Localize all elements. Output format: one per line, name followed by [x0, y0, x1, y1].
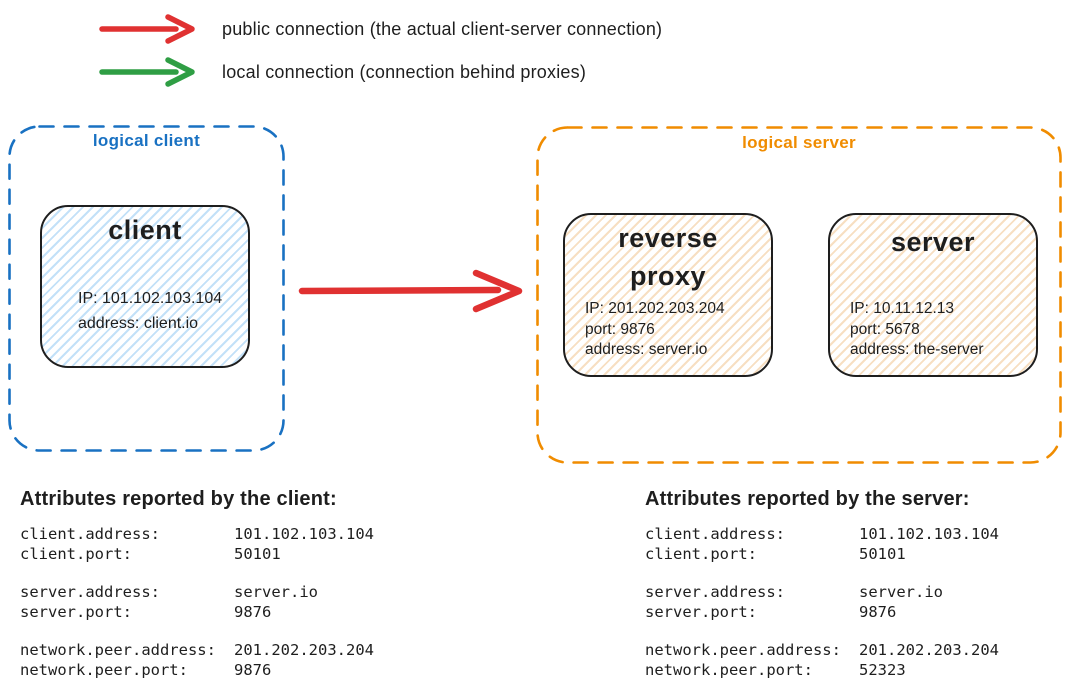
attr-key: server.address:	[645, 583, 785, 601]
attr-value: 201.202.203.204	[859, 641, 999, 659]
attr-row: client.address: 101.102.103.104	[20, 524, 450, 544]
reverse-proxy-address: address: server.io	[585, 341, 708, 358]
attr-value: 201.202.203.204	[234, 641, 374, 659]
attr-value: server.io	[859, 583, 943, 601]
attr-key: network.peer.address:	[20, 641, 216, 659]
attr-value: 50101	[234, 545, 281, 563]
logical-client-group: logical client	[8, 125, 285, 452]
client-node-details: IP: 101.102.103.104 address: client.io	[78, 286, 222, 336]
legend-label-public-connection: public connection (the actual client-ser…	[222, 19, 663, 39]
attr-group: client.address: 101.102.103.104 client.po…	[20, 524, 450, 564]
attr-row: client.port: 50101	[20, 544, 450, 564]
attr-row: server.port: 9876	[20, 602, 450, 622]
attr-row: network.peer.port: 9876	[20, 660, 450, 680]
attr-row: client.port: 50101	[645, 544, 1075, 564]
attr-key: server.address:	[20, 583, 160, 601]
attr-row: server.port: 9876	[645, 602, 1075, 622]
client-address: address: client.io	[78, 315, 199, 332]
client-node-title: client	[108, 215, 182, 245]
attr-key: network.peer.port:	[20, 661, 188, 679]
attr-row: server.address: server.io	[645, 582, 1075, 602]
logical-client-label: logical client	[92, 131, 201, 150]
attr-row: network.peer.port: 52323	[645, 660, 1075, 680]
logical-server-label: logical server	[742, 133, 856, 152]
attr-row: server.address: server.io	[20, 582, 450, 602]
attr-value: 50101	[859, 545, 906, 563]
attr-value: 101.102.103.104	[859, 525, 999, 543]
public-connection-arrow-icon	[98, 12, 198, 46]
attr-key: client.port:	[20, 545, 132, 563]
attr-group: network.peer.address: 201.202.203.204 net…	[20, 640, 450, 680]
attr-value: 9876	[234, 603, 272, 621]
public-connection-arrow	[293, 266, 528, 316]
attr-key: server.port:	[645, 603, 757, 621]
attr-row: network.peer.address: 201.202.203.204	[645, 640, 1075, 660]
server-attributes-title: Attributes reported by the server:	[645, 488, 970, 510]
logical-server-dashed-border	[536, 126, 1062, 464]
reverse-proxy-port: port: 9876	[585, 320, 655, 338]
attr-row: network.peer.address: 201.202.203.204	[20, 640, 450, 660]
attr-key: client.address:	[645, 525, 785, 543]
server-address: address: the-server	[850, 341, 984, 358]
attr-key: network.peer.port:	[645, 661, 813, 679]
reverse-proxy-ip: IP: 201.202.203.204	[585, 300, 725, 317]
logical-server-group: logical server	[536, 126, 1062, 464]
attr-key: client.port:	[645, 545, 757, 563]
client-attributes-title: Attributes reported by the client:	[20, 488, 337, 510]
attr-key: client.address:	[20, 525, 160, 543]
attr-key: network.peer.address:	[645, 641, 841, 659]
reverse-proxy-node-title: reverse proxy	[618, 223, 718, 291]
attr-value: 9876	[859, 603, 897, 621]
attr-key: server.port:	[20, 603, 132, 621]
client-attributes-panel: Attributes reported by the client: clien…	[20, 486, 450, 691]
server-node-details: IP: 10.11.12.13 port: 5678 address: the-…	[850, 299, 984, 361]
server-port: port: 5678	[850, 320, 920, 338]
server-node-title: server	[890, 227, 976, 257]
attr-value: server.io	[234, 583, 318, 601]
logical-client-dashed-border	[8, 125, 285, 452]
client-node: client IP: 101.102.103.104 address: clie…	[40, 205, 250, 368]
server-attributes-panel: Attributes reported by the server: clien…	[645, 486, 1075, 691]
attr-group: server.address: server.io server.port: 987…	[645, 582, 1075, 622]
legend-label-local-connection: local connection (connection behind prox…	[222, 62, 587, 82]
attr-group: server.address: server.io server.port: 987…	[20, 582, 450, 622]
local-connection-arrow-icon	[98, 55, 198, 89]
server-ip: IP: 10.11.12.13	[850, 300, 954, 317]
server-node: server IP: 10.11.12.13 port: 5678 addres…	[828, 213, 1038, 377]
client-ip: IP: 101.102.103.104	[78, 290, 223, 307]
attr-group: network.peer.address: 201.202.203.204 net…	[645, 640, 1075, 680]
attr-value: 52323	[859, 661, 906, 679]
attr-value: 9876	[234, 661, 272, 679]
attr-group: client.address: 101.102.103.104 client.po…	[645, 524, 1075, 564]
reverse-proxy-node-details: IP: 201.202.203.204 port: 9876 address: …	[585, 299, 725, 361]
reverse-proxy-node: reverse proxy IP: 201.202.203.204 port: …	[563, 213, 773, 377]
attr-row: client.address: 101.102.103.104	[645, 524, 1075, 544]
attr-value: 101.102.103.104	[234, 525, 374, 543]
